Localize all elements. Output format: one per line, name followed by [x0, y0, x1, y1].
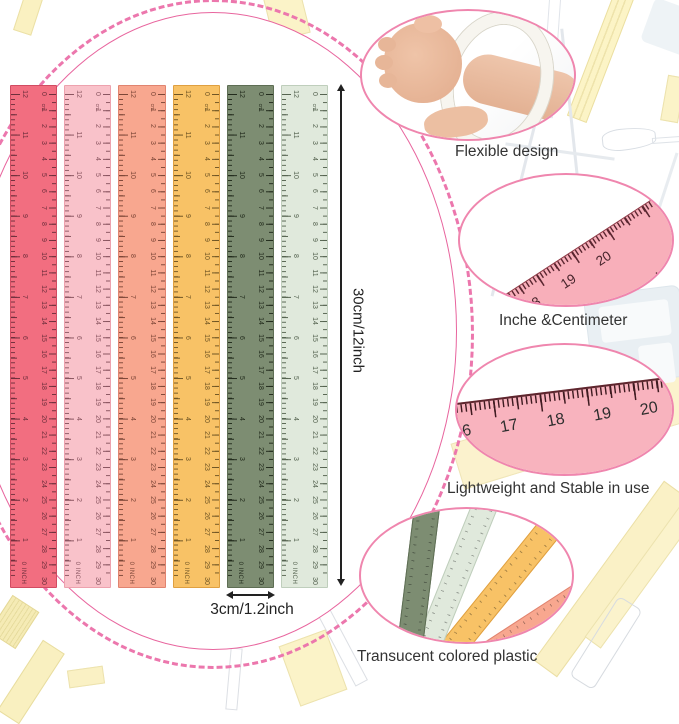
paintbrush-decor [0, 639, 65, 724]
finger [379, 73, 397, 88]
arrow-down-icon [337, 579, 345, 586]
finger [375, 55, 393, 70]
zoomed-ruler: 161718192054 [460, 175, 672, 305]
lightweight-caption: Lightweight and Stable in use [447, 480, 650, 497]
pencil-decor [566, 0, 639, 123]
inch-centimeter-callout: 161718192054 [458, 173, 674, 307]
height-dimension-label: 30cm/12inch [349, 287, 367, 374]
eraser-decor [66, 665, 106, 689]
arrow-left-icon [226, 591, 233, 599]
width-arrow-line [232, 594, 269, 596]
inch-centimeter-caption: Inche &Centimeter [499, 312, 628, 329]
arrow-right-icon [268, 591, 275, 599]
pencil-decor [660, 74, 679, 124]
palette-decor [639, 0, 679, 61]
finger [378, 37, 396, 52]
translucent-plastic-callout [359, 507, 574, 644]
paintbrush-decor [600, 125, 658, 153]
flexible-design-callout [360, 9, 576, 141]
pencil-decor [13, 0, 46, 36]
paintbrush-decor [0, 594, 40, 650]
translucent-caption: Transucent colored plastic [357, 648, 538, 665]
width-dimension-label: 3cm/1.2inch [210, 601, 294, 618]
thumb [414, 15, 442, 33]
hand-fist [384, 23, 462, 103]
height-arrow-line [340, 89, 342, 581]
arrow-up-icon [337, 84, 345, 91]
dashed-circle-frame [0, 0, 474, 669]
flexible-design-caption: Flexible design [455, 143, 559, 160]
paintbrush-decor [651, 134, 679, 144]
